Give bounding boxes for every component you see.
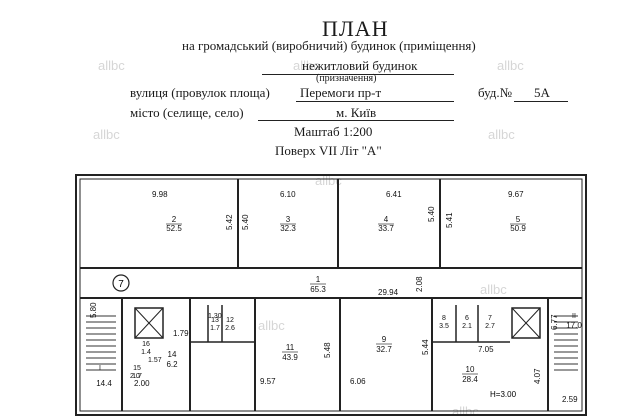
- room-area: 17.0: [566, 321, 582, 330]
- room-area: 14.4: [96, 379, 112, 388]
- room-area: 52.5: [166, 224, 182, 233]
- dim-right-stair: 6.77: [550, 314, 559, 330]
- watermark: allbc: [315, 173, 342, 188]
- room-number: 4: [384, 215, 389, 224]
- room-area: 32.3: [280, 224, 296, 233]
- dim-bottom-right: 2.59: [562, 395, 578, 404]
- watermark: allbc: [480, 282, 507, 297]
- watermark: allbc: [258, 318, 285, 333]
- dim-room5-depth: 5.41: [445, 212, 454, 228]
- watermark: allbc: [293, 58, 320, 73]
- dim-room11-width: 9.57: [260, 377, 276, 386]
- dim-corridor-length: 29.94: [378, 288, 399, 297]
- room-area: 2.1: [462, 323, 472, 330]
- room-number: 14: [168, 350, 177, 359]
- watermark: allbc: [93, 127, 120, 142]
- dim-small-a: 1.30: [208, 313, 222, 320]
- watermark: allbc: [497, 58, 524, 73]
- document-subtitle: на громадський (виробничий) будинок (при…: [182, 38, 476, 53]
- room-area: 3.5: [439, 323, 449, 330]
- room-number: 11: [286, 343, 295, 352]
- room-number: 1: [316, 275, 321, 284]
- room-number: 9: [382, 335, 387, 344]
- dim-room3-width: 6.10: [280, 190, 296, 199]
- room-area: 32.7: [376, 345, 392, 354]
- dim-room2-width: 9.98: [152, 190, 168, 199]
- room-area: 65.3: [310, 285, 326, 294]
- dim-room3-depth: 5.40: [241, 214, 250, 230]
- dim-room11-depth: 5.48: [323, 342, 332, 358]
- dim-room10-depth: 4.07: [533, 368, 542, 384]
- city-label: місто (селище, село): [130, 105, 244, 120]
- room-number: 12: [226, 317, 234, 324]
- purpose-line: [262, 58, 454, 75]
- room-area: 28.4: [462, 375, 478, 384]
- dim-room9-width: 6.06: [350, 377, 366, 386]
- room-number: 13: [211, 317, 219, 324]
- dim-corridor-width: 2.08: [415, 276, 424, 292]
- building-value: 5А: [534, 85, 550, 100]
- dim-small-c: 2.0: [130, 373, 140, 380]
- axis-marker-label: 7: [118, 279, 124, 290]
- dim-room5-width: 9.67: [508, 190, 524, 199]
- room-number: 10: [466, 365, 475, 374]
- floor-label: Поверх VII Літ "А": [275, 143, 382, 158]
- dim-small-b: 1.57: [148, 357, 162, 364]
- room-area: 50.9: [510, 224, 526, 233]
- street-value: Перемоги пр-т: [300, 85, 382, 100]
- room-area: 2.7: [485, 323, 495, 330]
- room-number: 15: [133, 365, 141, 372]
- watermark: allbc: [98, 58, 125, 73]
- room-area: 1.7: [132, 373, 142, 380]
- city-line: [258, 105, 454, 121]
- purpose-value: нежитловий будинок: [302, 58, 418, 73]
- dim-room9-depth: 5.44: [421, 339, 430, 355]
- dim-room14-width: 1.79: [173, 329, 189, 338]
- axis-marker-circle: [112, 274, 130, 292]
- ceiling-height: H=3.00: [490, 390, 517, 399]
- room-area: 1.7: [210, 325, 220, 332]
- room-area: 6.2: [166, 360, 178, 369]
- watermark: allbc: [488, 127, 515, 142]
- scale-label: Маштаб 1:200: [294, 124, 373, 139]
- room-number: 7: [488, 315, 492, 322]
- room-number: 3: [286, 215, 291, 224]
- room-area: 33.7: [378, 224, 394, 233]
- dim-room2-depth: 5.42: [225, 214, 234, 230]
- city-value: м. Київ: [336, 105, 377, 120]
- dim-bottom-left: 2.00: [134, 379, 150, 388]
- room-area: 1.4: [141, 349, 151, 356]
- room-number: 6: [465, 315, 469, 322]
- street-line: [296, 85, 454, 102]
- dim-left-stair: 5.80: [89, 302, 98, 318]
- street-label: вулиця (провулок площа): [130, 85, 270, 100]
- dim-room4-width: 6.41: [386, 190, 402, 199]
- room-number: II: [572, 313, 576, 320]
- purpose-caption: (призначення): [316, 73, 377, 84]
- room-number: 16: [142, 341, 150, 348]
- room-number: 5: [516, 215, 521, 224]
- building-line: [514, 85, 568, 102]
- dim-room10-width: 7.05: [478, 345, 494, 354]
- room-number: I: [99, 365, 101, 372]
- room-area: 43.9: [282, 353, 298, 362]
- room-number: 2: [172, 215, 177, 224]
- room-number: 8: [442, 315, 446, 322]
- dim-room4-depth: 5.40: [427, 206, 436, 222]
- document-title: ПЛАН: [322, 16, 389, 41]
- building-label: буд.№: [478, 85, 513, 100]
- room-area: 2.6: [225, 325, 235, 332]
